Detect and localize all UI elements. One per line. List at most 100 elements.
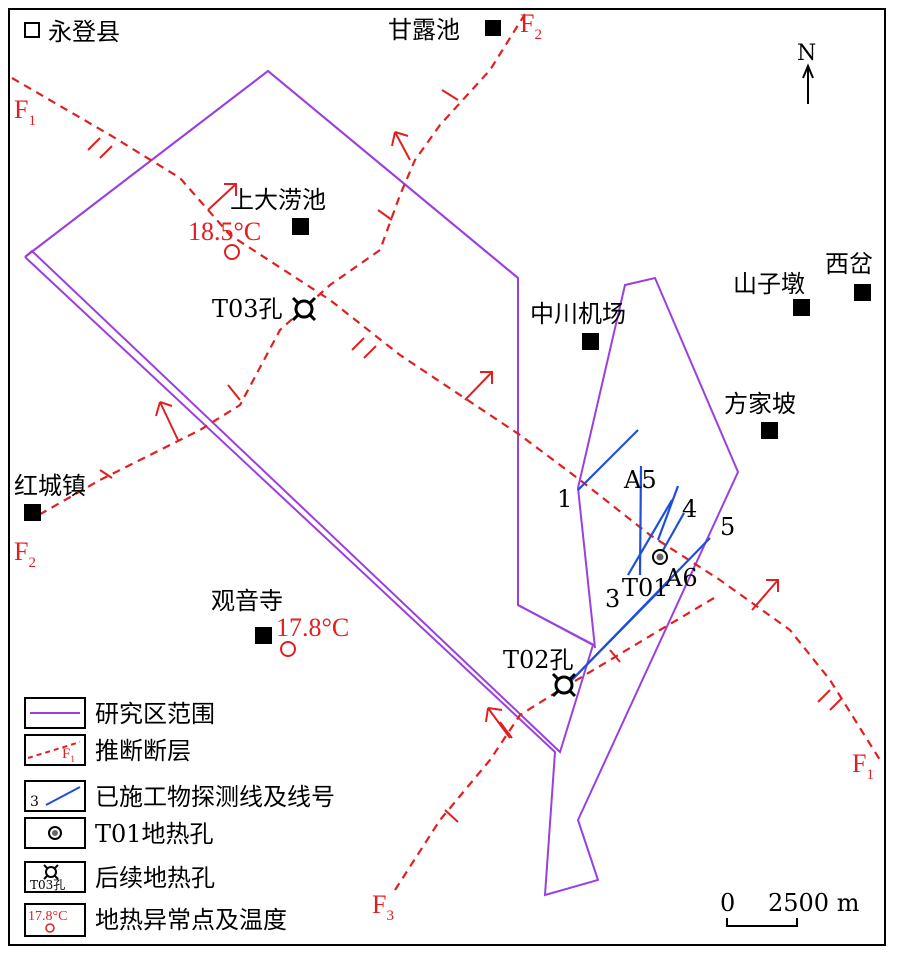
well-t03-icon xyxy=(291,296,317,322)
place-marker-guanyinsi xyxy=(255,627,272,644)
anomaly-marker-1 xyxy=(224,244,240,260)
survey-label-a5: A5 xyxy=(623,466,657,494)
scale-bar-start: 0 xyxy=(720,889,735,917)
legend: 研究区范围 F1 推断断层 3 已施工物探测线及线号 T01地热孔 T03孔 后… xyxy=(24,697,335,937)
place-marker-xipen xyxy=(854,284,871,301)
scale-bar: 0 2500 m xyxy=(720,889,860,927)
legend-fault-sample: F1 xyxy=(62,746,75,764)
fault-f2-tick-4 xyxy=(99,469,113,479)
well-t02-icon xyxy=(551,672,577,698)
legend-label-t01: T01地热孔 xyxy=(95,820,214,848)
fault-ticks xyxy=(87,89,843,823)
place-label-shanzidun: 山子墩 xyxy=(733,270,805,298)
arrow-3 xyxy=(155,401,179,441)
legend-anomaly-icon xyxy=(45,923,55,933)
legend-box-fault xyxy=(24,734,86,766)
legend-box-survey xyxy=(24,780,86,812)
arrow-6 xyxy=(485,707,511,739)
place-label-fangjiapo: 方家坡 xyxy=(724,390,796,418)
place-marker-shanzidun xyxy=(793,299,810,316)
north-label: N xyxy=(797,41,816,66)
survey-lines xyxy=(561,429,711,691)
arrow-5 xyxy=(751,579,779,611)
fault-f3-tick-2 xyxy=(499,721,513,739)
scale-bar-line xyxy=(726,918,798,927)
survey-line-1 xyxy=(577,429,639,491)
survey-label-a6: A6 xyxy=(664,564,698,592)
fault-label-f2-top: F2 xyxy=(520,9,542,43)
survey-line-4 xyxy=(656,485,680,541)
legend-future-well-sample: T03孔 xyxy=(30,878,65,892)
anomaly-marker-2 xyxy=(280,641,296,657)
survey-label-5: 5 xyxy=(720,513,735,541)
survey-line-a6 xyxy=(661,512,685,553)
north-arrow-head-icon xyxy=(802,63,814,79)
survey-line-3-branch xyxy=(627,499,673,576)
arrow-1 xyxy=(207,183,237,211)
legend-t01-icon xyxy=(48,826,62,840)
fault-f3-line xyxy=(394,597,715,891)
fault-f1-line xyxy=(11,77,881,761)
map-frame xyxy=(8,8,886,946)
fault-f1-tick-2 xyxy=(351,337,377,359)
fault-f1-tick-1 xyxy=(87,137,113,159)
fault-label-f1-top: F1 xyxy=(14,95,36,129)
fault-f3-tick-3 xyxy=(444,809,459,823)
survey-label-1: 1 xyxy=(557,485,572,513)
fault-f3-tick-1 xyxy=(609,649,621,663)
legend-label-study-area: 研究区范围 xyxy=(95,700,215,728)
place-markers xyxy=(24,20,871,644)
north-arrow: N xyxy=(797,41,816,104)
well-t01-icon xyxy=(652,549,668,565)
fault-arrows xyxy=(155,131,779,739)
place-marker-ganluchi xyxy=(485,20,501,36)
place-marker-zhongchuan xyxy=(582,333,599,350)
fault-f2-line xyxy=(29,13,526,521)
fault-f2-tick-3 xyxy=(227,384,241,401)
legend-label-fault: 推断断层 xyxy=(95,737,191,765)
place-marker-hongcheng xyxy=(24,504,41,521)
faults xyxy=(11,13,881,891)
fault-f1-tick-3 xyxy=(817,689,843,711)
study-area-west-edge xyxy=(24,69,595,646)
county-label: 永登县 xyxy=(48,18,120,46)
place-label-guanyinsi: 观音寺 xyxy=(211,587,283,615)
fault-label-f2-bottom: F2 xyxy=(14,537,36,571)
scale-bar-end: 2500 m xyxy=(768,889,860,917)
well-label-t03: T03孔 xyxy=(212,295,283,323)
place-label-xipen: 西岔 xyxy=(825,250,873,278)
anomaly-label-2: 17.8°C xyxy=(276,613,349,642)
arrow-2 xyxy=(391,131,411,161)
legend-label-survey: 已施工物探测线及线号 xyxy=(95,783,335,811)
place-label-shangdalaochi: 上大涝池 xyxy=(230,186,326,214)
fault-f2-tick-1 xyxy=(441,89,459,101)
legend-label-anomaly: 地热异常点及温度 xyxy=(95,906,287,934)
legend-anomaly-sample: 17.8°C xyxy=(28,909,67,924)
place-label-hongcheng: 红城镇 xyxy=(14,472,86,500)
place-marker-shangdalaochi xyxy=(292,218,309,235)
survey-label-3: 3 xyxy=(605,585,620,613)
place-label-zhongchuan: 中川机场 xyxy=(530,300,626,328)
survey-label-4: 4 xyxy=(682,495,697,523)
place-marker-fangjiapo xyxy=(761,422,778,439)
legend-box-anomaly xyxy=(24,903,86,937)
legend-survey-swatch xyxy=(45,786,81,806)
legend-label-future: 后续地热孔 xyxy=(95,864,215,892)
legend-future-well-icon xyxy=(43,864,59,880)
fault-label-f1-bottom: F1 xyxy=(852,749,874,783)
legend-fault-swatch xyxy=(27,741,81,759)
county-symbol-icon xyxy=(24,22,40,38)
well-label-t02: T02孔 xyxy=(503,646,574,674)
anomaly-label-1: 18.5°C xyxy=(188,217,261,246)
fault-label-f3: F3 xyxy=(372,890,394,924)
legend-survey-sample: 3 xyxy=(30,794,39,810)
survey-line-5 xyxy=(565,537,711,687)
well-label-t01: T01 xyxy=(622,574,669,602)
survey-line-a5 xyxy=(638,465,643,576)
study-area-east-edge xyxy=(24,256,740,897)
place-label-ganluchi: 甘露池 xyxy=(388,16,460,44)
arrow-4 xyxy=(464,371,493,401)
fault-f2-tick-2 xyxy=(377,209,393,221)
study-area-boundary xyxy=(24,69,740,897)
